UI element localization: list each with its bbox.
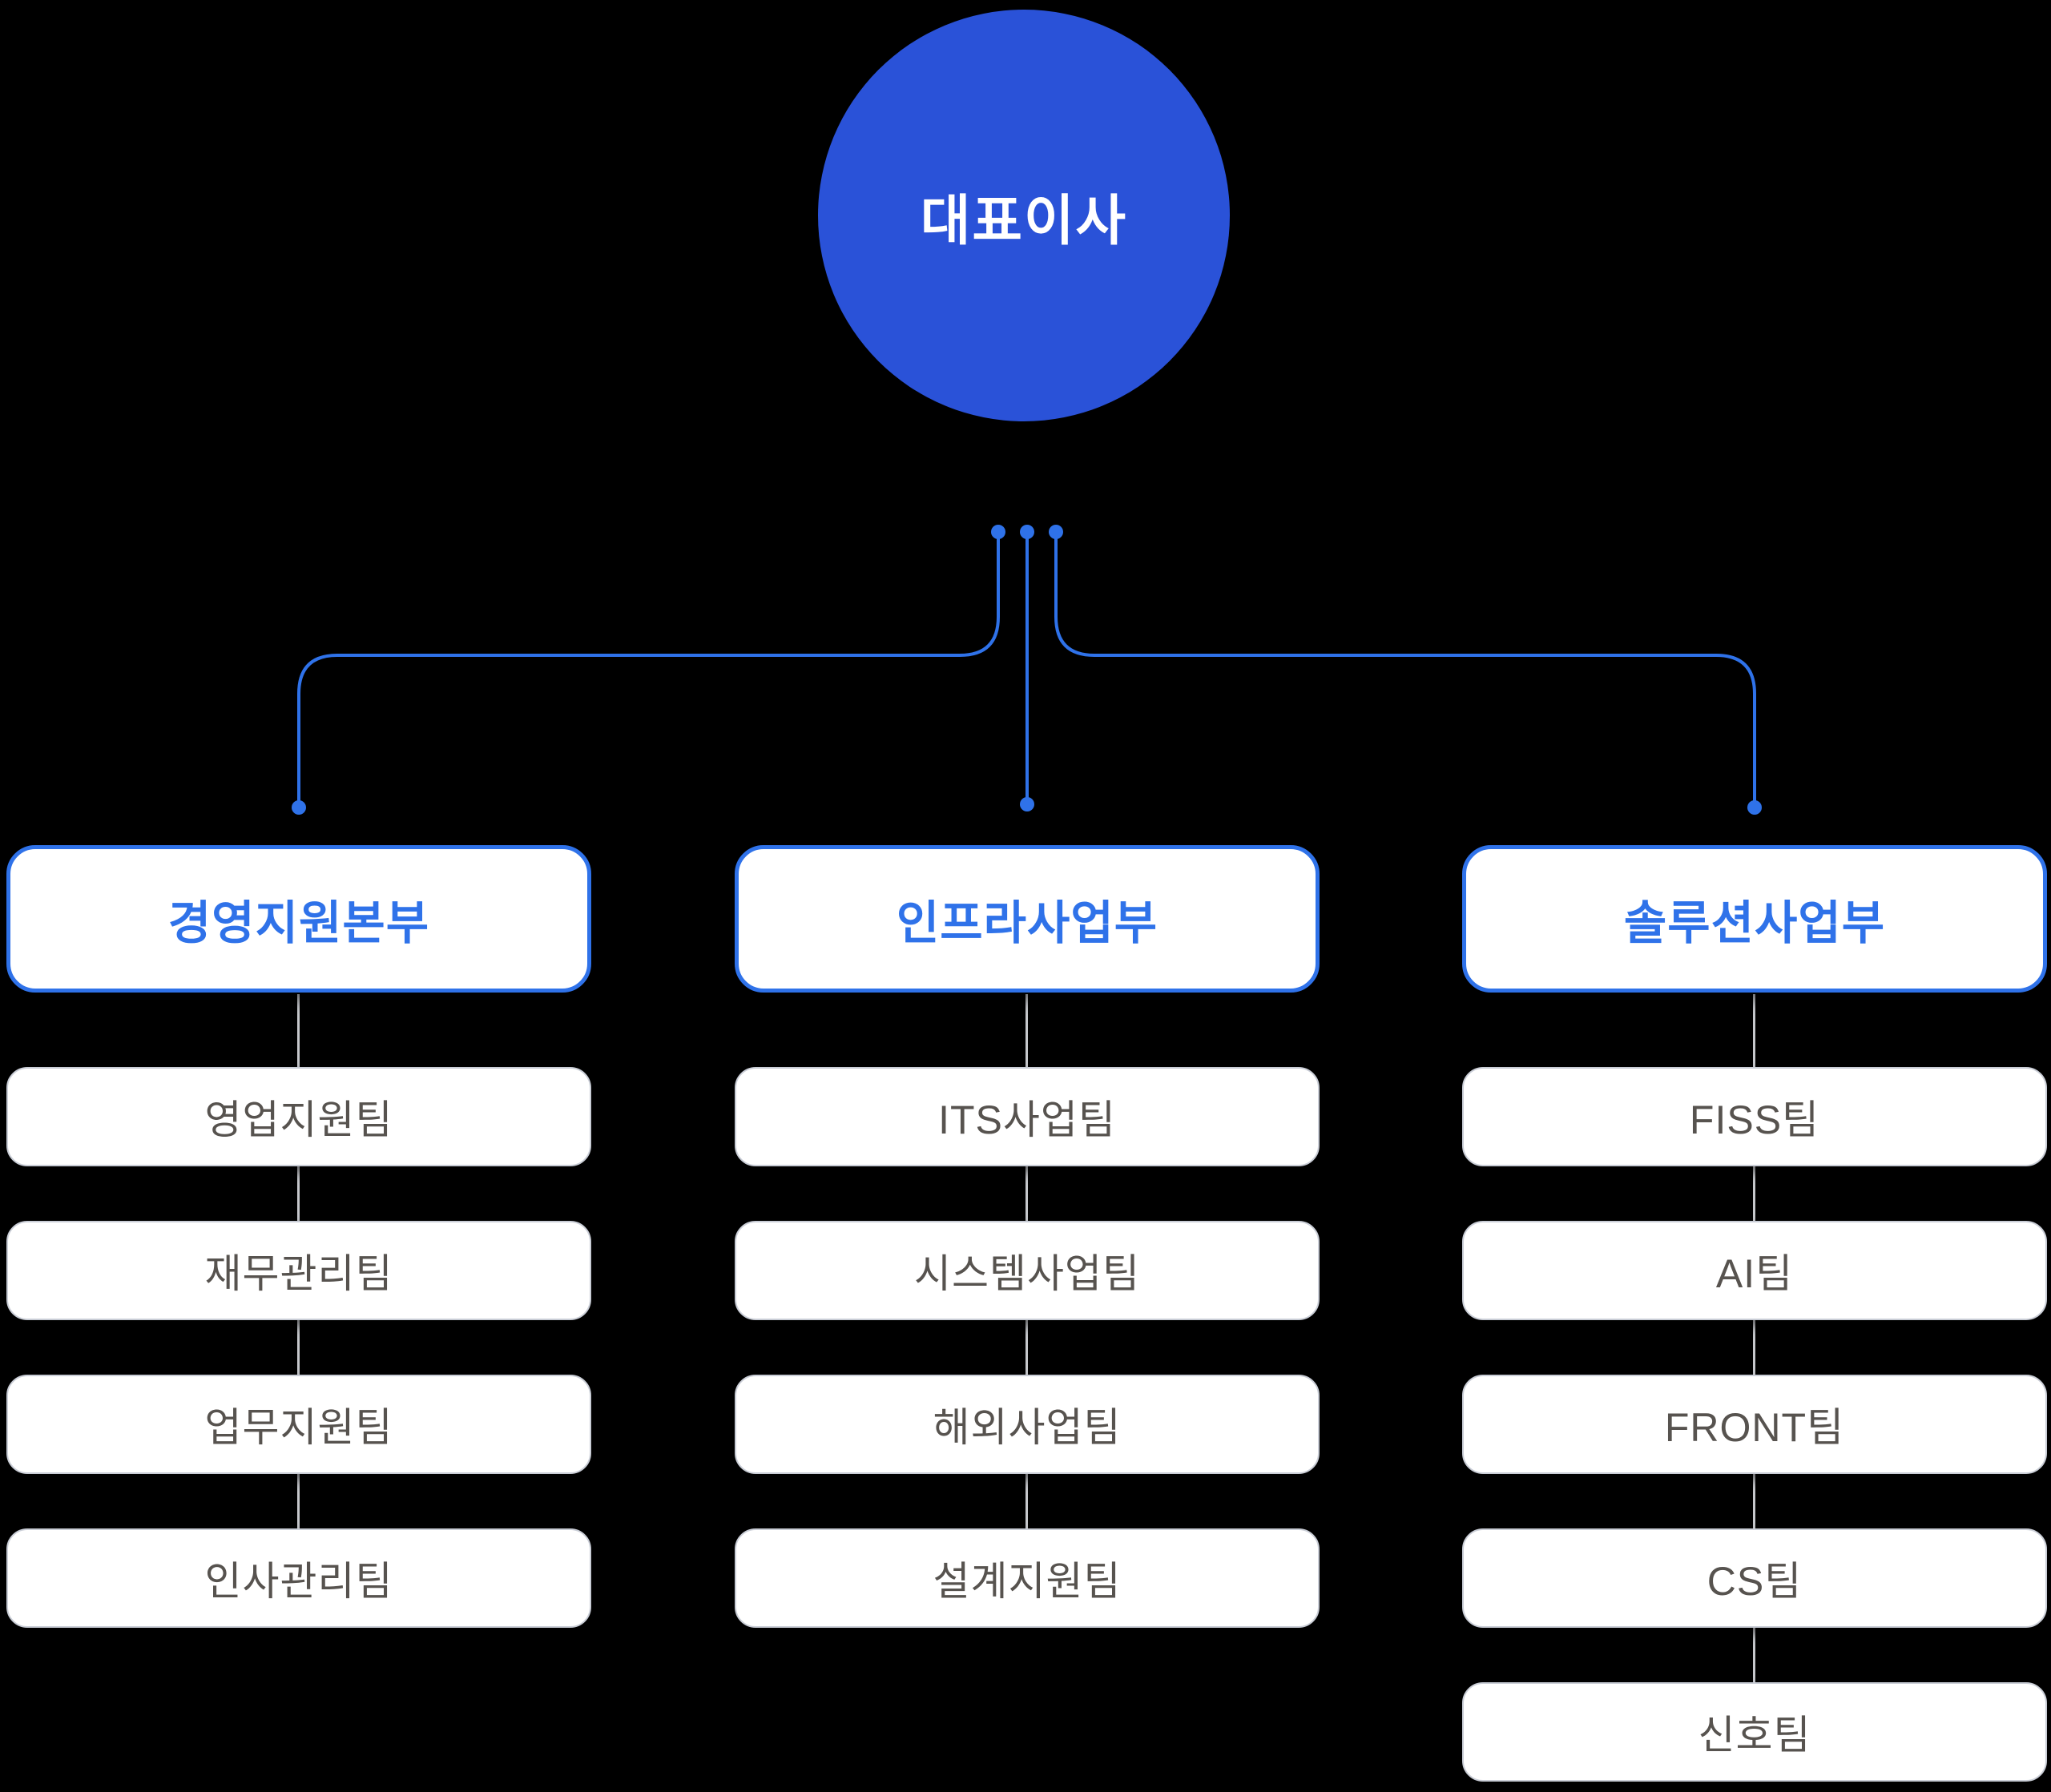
team-label: ITS사업팀 <box>938 1097 1116 1142</box>
department-box: 경영지원본부 <box>6 845 591 993</box>
connector-dot <box>991 525 1005 539</box>
team-label: 신호팀 <box>1698 1713 1811 1758</box>
team-label: 영업지원팀 <box>204 1097 393 1142</box>
team-label: 시스템사업팀 <box>914 1251 1140 1296</box>
team-box: 신호팀 <box>1462 1682 2047 1782</box>
team-label: 해외사업팀 <box>933 1405 1122 1450</box>
team-label: 설계지원팀 <box>933 1559 1122 1604</box>
team-box: 인사관리팀 <box>6 1528 591 1628</box>
department-label: 경영지원본부 <box>167 897 430 949</box>
team-label: 업무지원팀 <box>204 1405 393 1450</box>
team-box: 시스템사업팀 <box>735 1221 1320 1320</box>
department-label: 솔루션사업부 <box>1623 897 1886 949</box>
connector-dot <box>1020 525 1034 539</box>
team-box: FISS팀 <box>1462 1067 2047 1166</box>
ceo-node: 대표이사 <box>818 10 1230 421</box>
ceo-label: 대표이사 <box>920 190 1128 252</box>
department-label: 인프라사업부 <box>896 897 1158 949</box>
team-box: 재무관리팀 <box>6 1221 591 1320</box>
team-box: AI팀 <box>1462 1221 2047 1320</box>
column-connector-line <box>1753 994 1755 1687</box>
team-label: FRONT팀 <box>1664 1405 1845 1450</box>
team-label: 인사관리팀 <box>204 1559 393 1604</box>
connector-dot <box>1747 800 1762 815</box>
team-box: CS팀 <box>1462 1528 2047 1628</box>
team-label: AI팀 <box>1715 1251 1794 1296</box>
team-label: FISS팀 <box>1689 1097 1820 1142</box>
team-box: ITS사업팀 <box>735 1067 1320 1166</box>
team-label: CS팀 <box>1706 1559 1803 1604</box>
connector-path-right <box>1054 532 1756 801</box>
connector-dot <box>292 800 306 815</box>
connector-dot <box>1049 525 1063 539</box>
department-box: 솔루션사업부 <box>1462 845 2047 993</box>
team-box: 해외사업팀 <box>735 1375 1320 1474</box>
team-box: 업무지원팀 <box>6 1375 591 1474</box>
team-box: 영업지원팀 <box>6 1067 591 1166</box>
department-box: 인프라사업부 <box>735 845 1320 993</box>
team-box: 설계지원팀 <box>735 1528 1320 1628</box>
team-label: 재무관리팀 <box>204 1251 393 1296</box>
team-box: FRONT팀 <box>1462 1375 2047 1474</box>
connector-path-left <box>297 532 1000 801</box>
connector-dot <box>1020 797 1034 811</box>
